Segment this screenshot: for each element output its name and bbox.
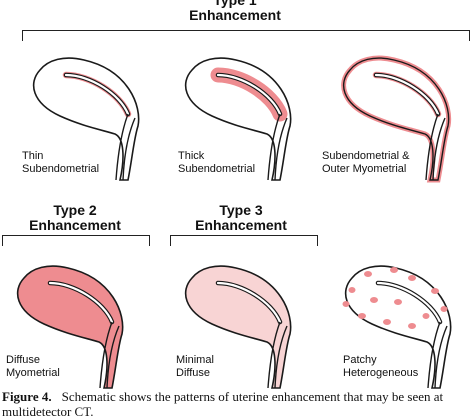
spot xyxy=(408,323,416,329)
cervical-canal xyxy=(115,113,136,181)
spot xyxy=(370,297,378,303)
spot xyxy=(440,306,448,312)
uterus-minimal-diffuse xyxy=(184,265,292,389)
type2-title-line2: Enhancement xyxy=(29,217,121,233)
type3-title: Type 3 Enhancement xyxy=(176,203,306,233)
uterus-outline xyxy=(342,57,450,181)
figure-caption: Figure 4.Schematic shows the patterns of… xyxy=(2,389,474,419)
type1-bracket xyxy=(22,30,470,41)
type3-title-line2: Enhancement xyxy=(195,217,287,233)
cervical-canal xyxy=(267,321,288,389)
caption-text: Schematic shows the patterns of uterine … xyxy=(2,389,444,419)
type1-title-line2: Enhancement xyxy=(189,7,281,23)
caption-label: Figure 4. xyxy=(2,389,52,404)
uterus-outline xyxy=(184,265,292,389)
spot xyxy=(394,299,402,305)
label-thin: Thin Subendometrial xyxy=(22,150,100,175)
cervical-canal xyxy=(425,113,446,181)
spot xyxy=(408,275,416,281)
uterus-thin-subendometrial xyxy=(32,57,140,181)
uterus-diffuse-myometrial xyxy=(16,265,124,389)
type1-title: Type 1 Enhancement xyxy=(170,0,300,23)
uterus-subendometrial-outer xyxy=(341,55,452,183)
cervical-canal xyxy=(427,321,448,389)
uterus-outline xyxy=(16,265,124,389)
type2-bracket xyxy=(2,235,150,246)
spot xyxy=(364,271,372,277)
cervical-canal xyxy=(99,321,120,389)
spot xyxy=(431,288,439,294)
type3-bracket xyxy=(170,235,318,246)
patchy-enhancement-spots xyxy=(342,267,448,329)
spot xyxy=(390,267,398,273)
label-outer: Subendometrial & Outer Myometrial xyxy=(322,150,410,175)
type3-title-line1: Type 3 xyxy=(219,202,263,218)
spot xyxy=(383,319,391,325)
spot xyxy=(422,313,430,319)
label-thick: Thick Subendometrial xyxy=(178,150,256,175)
uterus-patchy-heterogeneous xyxy=(342,265,452,389)
uterus-outline xyxy=(32,57,140,181)
type2-title-line1: Type 2 xyxy=(53,202,97,218)
label-minimal: Minimal Diffuse xyxy=(176,354,214,379)
uterus-thick-subendometrial xyxy=(184,57,292,181)
cervical-canal xyxy=(267,113,288,181)
spot xyxy=(358,313,366,319)
type2-title: Type 2 Enhancement xyxy=(10,203,140,233)
type1-title-line1: Type 1 xyxy=(213,0,257,8)
label-diffuse: Diffuse Myometrial xyxy=(6,354,60,379)
spot xyxy=(342,301,350,307)
spot xyxy=(348,287,356,293)
label-patchy: Patchy Heterogeneous xyxy=(343,354,419,379)
